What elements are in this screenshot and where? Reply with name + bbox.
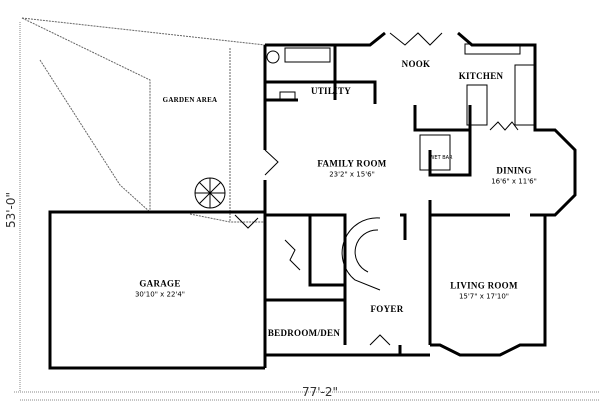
room-label-bedroom-den: BEDROOM/DEN	[267, 328, 341, 338]
dining-name: DINING	[496, 165, 532, 176]
house-walls	[263, 31, 577, 357]
foyer-stair	[341, 217, 381, 291]
garage-name: GARAGE	[139, 278, 181, 289]
living-room-size: 15'7" x 17'10"	[458, 292, 510, 301]
doors	[234, 32, 519, 346]
room-label-utility: UTILITY	[310, 86, 352, 96]
room-label-garage: GARAGE 30'10" x 22'4"	[135, 272, 185, 299]
room-label-nook: NOOK	[401, 59, 431, 69]
room-label-wet-bar: WET BAR	[429, 155, 453, 161]
room-label-foyer: FOYER	[370, 304, 404, 314]
spiral-stair	[194, 177, 226, 209]
dining-size: 16'6" x 11'6"	[491, 177, 537, 186]
kitchen-fixtures	[266, 43, 536, 171]
width-dimension: 77'-2"	[301, 385, 339, 399]
depth-dimension: 53'-0"	[4, 191, 18, 229]
dimension-lines	[14, 22, 600, 401]
room-label-kitchen: KITCHEN	[458, 71, 504, 81]
garden-outline	[21, 17, 266, 223]
living-room-name: LIVING ROOM	[450, 280, 518, 291]
room-label-living-room: LIVING ROOM 15'7" x 17'10"	[450, 274, 518, 301]
family-room-size: 23'2" x 15'6"	[329, 170, 375, 179]
room-label-dining: DINING 16'6" x 11'6"	[491, 159, 537, 186]
family-room-name: FAMILY ROOM	[317, 158, 387, 169]
room-label-family-room: FAMILY ROOM 23'2" x 15'6"	[317, 152, 386, 179]
room-label-garden-area: GARDEN AREA	[162, 96, 218, 104]
garage-size: 30'10" x 22'4"	[134, 290, 186, 299]
